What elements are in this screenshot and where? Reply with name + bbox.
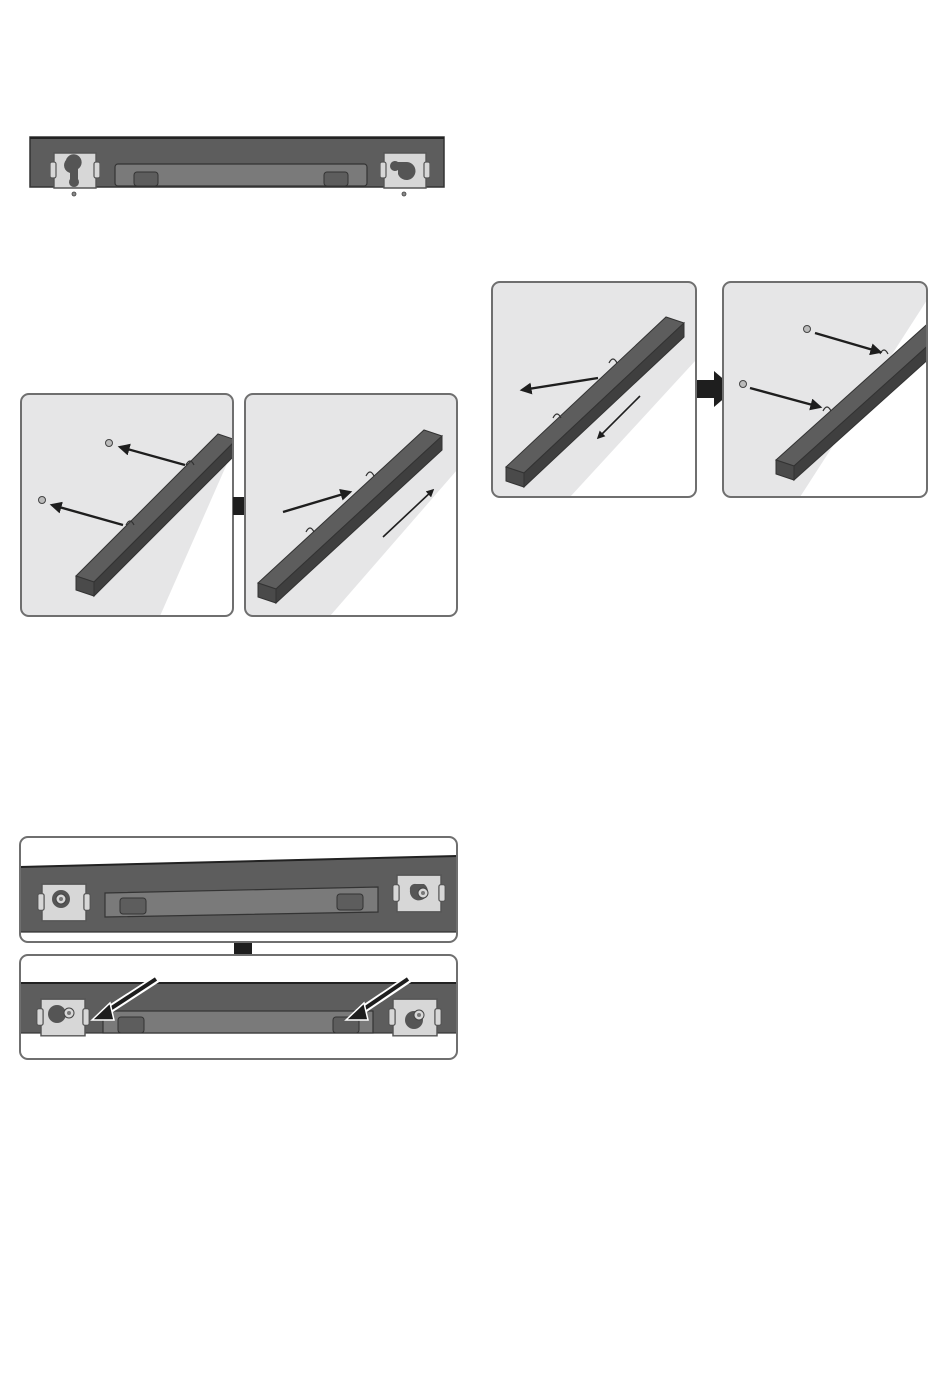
panel-bracket-position [20, 837, 457, 942]
panel-slide-bar [245, 394, 457, 616]
panel-bracket-locked [20, 955, 457, 1059]
bracket-right-icon [393, 875, 445, 912]
panel-hang-bar [21, 394, 236, 616]
bracket-right-icon [389, 999, 441, 1036]
wall-mount-step-left [21, 394, 457, 616]
wall-mount-step-right [492, 282, 950, 497]
panel-remove-bar [723, 282, 950, 497]
panel-lift-bar [492, 282, 696, 497]
bracket-slide-lock [20, 837, 457, 1059]
bracket-left-icon [50, 153, 100, 196]
bracket-closeup-top [30, 137, 444, 196]
bracket-right-icon [380, 153, 430, 196]
bracket-left-icon [38, 884, 90, 921]
bracket-left-icon [37, 999, 89, 1036]
